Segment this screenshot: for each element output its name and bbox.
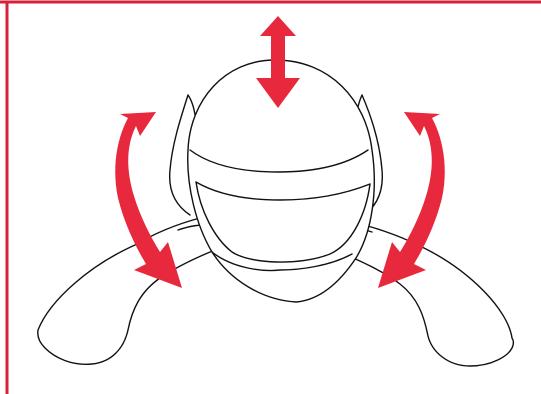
right-forearm: [338, 222, 514, 366]
left-forearm: [38, 218, 215, 364]
